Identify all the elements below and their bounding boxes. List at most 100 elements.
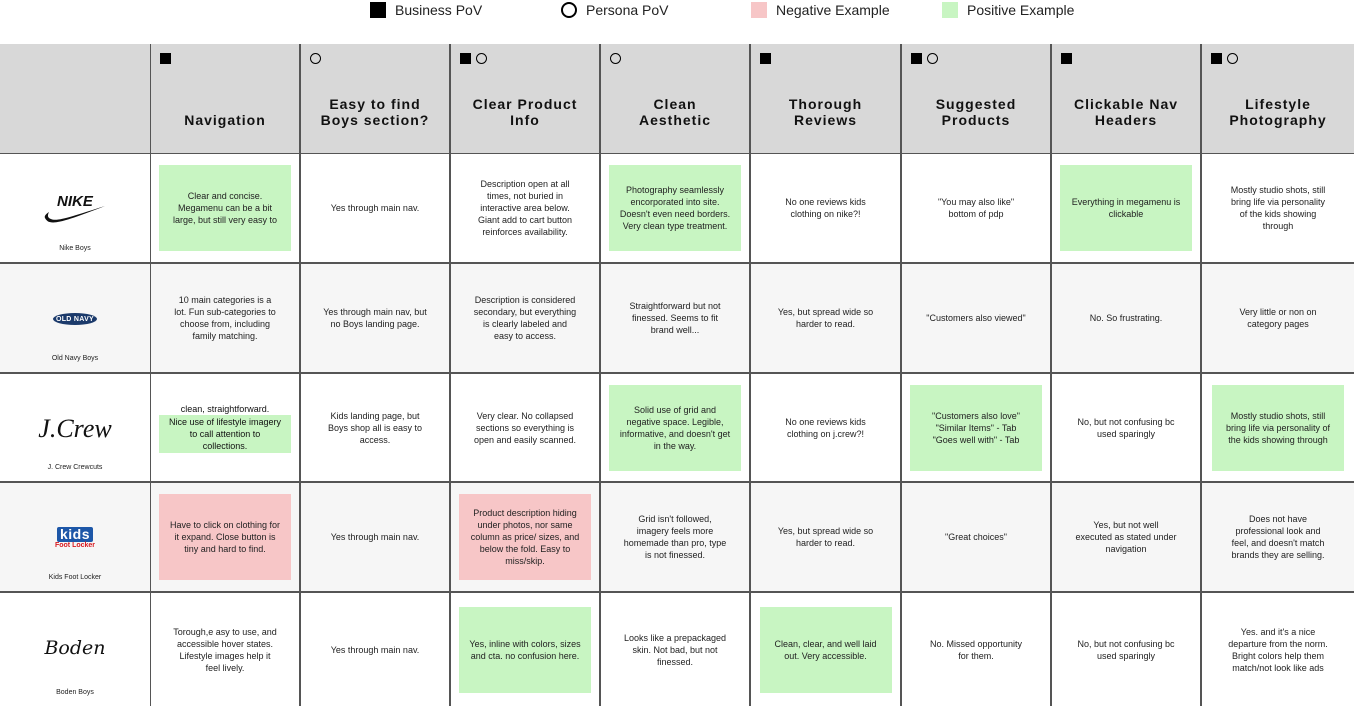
cell-text: No. So frustrating. (1089, 313, 1163, 323)
negative-note: Have to click on clothing for it expand.… (159, 494, 291, 580)
table-cell: Looks like a prepackaged skin. Not bad, … (601, 593, 749, 706)
table-cell: Torough,e asy to use, and accessible hov… (151, 593, 299, 706)
pov-markers (160, 53, 171, 64)
cell-note: Description is considered secondary, but… (465, 275, 585, 361)
positive-note: Mostly studio shots, still bring life vi… (1212, 384, 1344, 471)
cell-note: Yes through main nav, but no Boys landin… (315, 275, 435, 361)
cell-text: Product description hiding under photos,… (470, 508, 580, 566)
cell-text: Kids landing page, but Boys shop all is … (327, 410, 423, 445)
cell-text: No. Missed opportunity for them. (929, 638, 1023, 661)
table-cell: Yes through main nav. (301, 593, 449, 706)
brand-name: Boden Boys (56, 689, 94, 696)
table-cell: No, but not confusing bc used sparingly (1052, 593, 1200, 706)
cell-text: Yes through main nav. (330, 532, 420, 542)
cell-text: Yes through main nav, but no Boys landin… (323, 307, 427, 329)
cell-text: Yes, but not well executed as stated und… (1075, 520, 1177, 554)
table-cell: "Customers also viewed" (902, 264, 1050, 372)
cell-text: No, but not confusing bc used sparingly (1077, 638, 1175, 661)
table-cell: Yes, but spread wide so harder to read. (751, 264, 900, 372)
legend-positive: Positive Example (942, 2, 1074, 18)
circle-marker-icon (927, 53, 938, 64)
table-cell: Grid isn't followed, imagery feels more … (601, 483, 749, 591)
cell-text: Mostly studio shots, still bring life vi… (1225, 410, 1331, 445)
table-cell: No one reviews kids clothing on j.crew?! (751, 374, 900, 481)
positive-note: Photography seamlessly encorporated into… (609, 165, 741, 251)
cell-text: Grid isn't followed, imagery feels more … (623, 514, 727, 560)
table-cell: "Customers also love""Similar Items" - T… (902, 374, 1050, 481)
square-marker-icon (370, 2, 386, 18)
table-cell: Photography seamlessly encorporated into… (601, 154, 749, 262)
legend: Business PoV Persona PoV Negative Exampl… (0, 0, 1354, 22)
column-header: Navigation (151, 44, 299, 153)
cell-note: Very clear. No collapsed sections so eve… (465, 385, 585, 471)
table-cell: Mostly studio shots, still bring life vi… (1202, 374, 1354, 481)
legend-business-label: Business PoV (395, 2, 483, 18)
header-corner (0, 44, 150, 153)
table-cell: clean, straightforward.Nice use of lifes… (151, 374, 299, 481)
pov-markers (760, 53, 771, 64)
table-cell: No one reviews kids clothing on nike?! (751, 154, 900, 262)
cell-text: "You may also like" bottom of pdp (937, 197, 1015, 219)
table-cell: No. So frustrating. (1052, 264, 1200, 372)
table-cell: Yes through main nav, but no Boys landin… (301, 264, 449, 372)
cell-note: Yes through main nav. (315, 607, 435, 693)
cell-text: Very little or non on category pages (1239, 307, 1317, 329)
cell-note: Yes, but not well executed as stated und… (1066, 494, 1186, 580)
table-cell: Product description hiding under photos,… (451, 483, 599, 591)
cell-text: Yes, but spread wide so harder to read. (777, 307, 874, 329)
positive-note: "Customers also love""Similar Items" - T… (910, 384, 1042, 471)
square-marker-icon (1211, 53, 1222, 64)
cell-note: Looks like a prepackaged skin. Not bad, … (615, 607, 735, 693)
table-cell: Description is considered secondary, but… (451, 264, 599, 372)
pov-markers (1061, 53, 1072, 64)
positive-note: Everything in megamenu is clickable (1060, 165, 1192, 251)
cell-text: Yes. and it's a nice departure from the … (1228, 626, 1328, 673)
table-cell: Clear and concise. Megamenu can be a bit… (151, 154, 299, 262)
brand-name: Kids Foot Locker (48, 574, 102, 581)
table-cell: Everything in megamenu is clickable (1052, 154, 1200, 262)
cell-note: Torough,e asy to use, and accessible hov… (165, 607, 285, 693)
cell-text: Yes, inline with colors, sizes and cta. … (469, 638, 581, 661)
cell-text: Does not have professional look and feel… (1231, 514, 1325, 560)
legend-positive-label: Positive Example (967, 2, 1075, 18)
cell-note: Yes. and it's a nice departure from the … (1218, 607, 1338, 693)
cell-note: Yes, but spread wide so harder to read. (766, 494, 886, 580)
cell-text: Clean, clear, and well laid out. Very ac… (774, 638, 877, 661)
column-header-label: Navigation (184, 112, 266, 128)
cell-text: Mostly studio shots, still bring life vi… (1230, 185, 1326, 231)
cell-text: Description open at all times, not burie… (477, 179, 573, 237)
jcrew-wordmark: J.Crew (38, 414, 112, 443)
table-cell: Very little or non on category pages (1202, 264, 1354, 372)
table-cell: Yes. and it's a nice departure from the … (1202, 593, 1354, 706)
table-cell: Yes, but not well executed as stated und… (1052, 483, 1200, 591)
cell-text: "Customers also love""Similar Items" - T… (932, 410, 1020, 445)
negative-note: Product description hiding under photos,… (459, 494, 591, 580)
cell-note: Yes through main nav. (315, 165, 435, 251)
cell-note: "Customers also viewed" (916, 275, 1036, 361)
cell-text: Yes, but spread wide so harder to read. (777, 526, 874, 548)
cell-text: "Customers also viewed" (926, 313, 1026, 323)
cell-note: No one reviews kids clothing on nike?! (766, 165, 886, 251)
pov-markers (460, 53, 487, 64)
svg-text:NIKE: NIKE (57, 193, 94, 210)
pov-markers (1211, 53, 1238, 64)
positive-note: Yes, inline with colors, sizes and cta. … (459, 606, 591, 693)
table-cell: 10 main categories is a lot. Fun sub-cat… (151, 264, 299, 372)
table-cell: Have to click on clothing for it expand.… (151, 483, 299, 591)
square-marker-icon (1061, 53, 1072, 64)
cell-note: "You may also like" bottom of pdp (916, 165, 1036, 251)
cell-text: Description is considered secondary, but… (473, 295, 577, 341)
cell-text: Very clear. No collapsed sections so eve… (473, 410, 577, 445)
